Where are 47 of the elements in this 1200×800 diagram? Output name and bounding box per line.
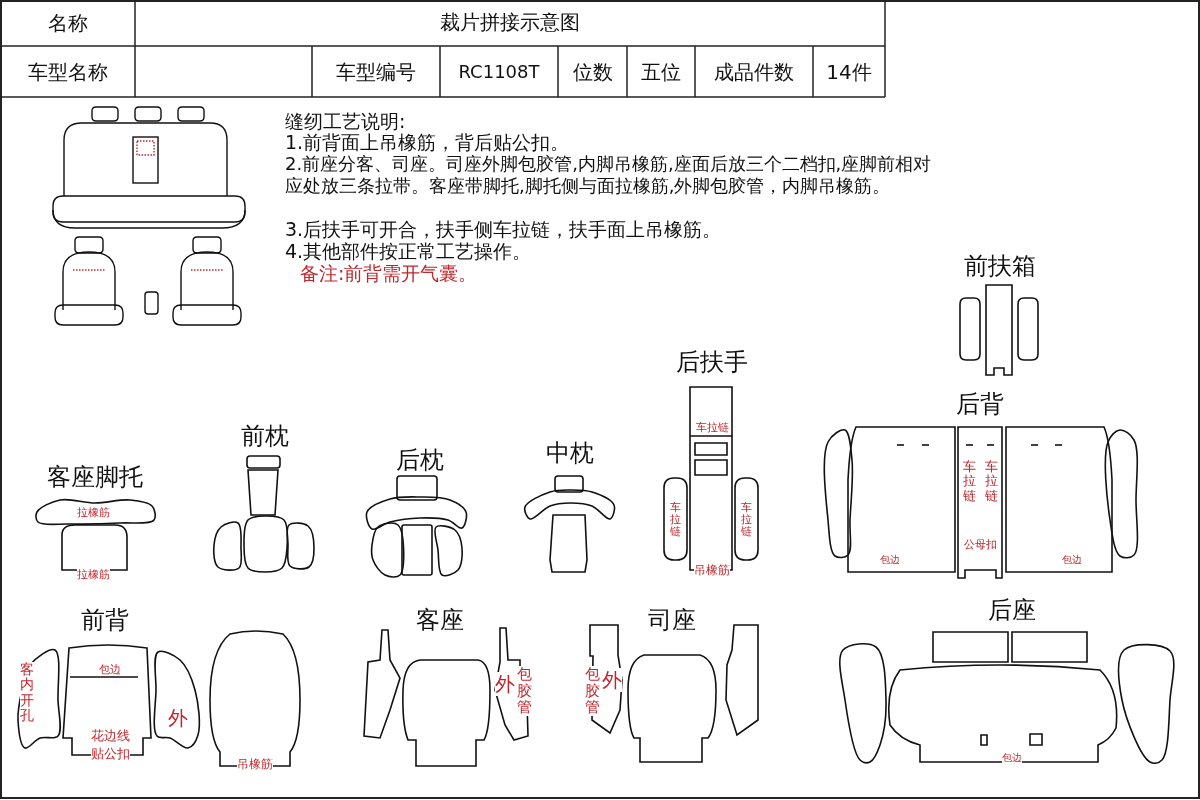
table-text: RC1108T — [458, 60, 540, 83]
annotation: 吊橡筋 — [694, 563, 730, 578]
annotation: 拉橡筋 — [76, 568, 110, 582]
part-heading: 前枕 — [241, 422, 289, 451]
annotation: 车拉链 — [695, 421, 729, 435]
annotation: 车拉链 — [984, 460, 998, 503]
table-text: 五位 — [641, 59, 681, 84]
table-text: 车型编号 — [336, 59, 416, 84]
part-heading: 后扶手 — [676, 348, 748, 377]
annotation: 吊橡筋 — [237, 757, 273, 772]
table-text: 位数 — [572, 59, 613, 84]
note-text: 2.前座分客、司座。司座外脚包胶管,内脚吊橡筋,座面后放三个二档扣,座脚前相对应处放三条拉带。客座带脚托,脚托侧与面拉橡筋,外脚包胶管，内脚吊橡筋。 — [285, 153, 933, 197]
annotation: 车拉链 — [669, 502, 681, 539]
part-heading: 前背 — [81, 606, 129, 635]
annotation: 包边 — [880, 554, 900, 566]
table-text: 14件 — [826, 59, 872, 84]
annotation: 包边 — [99, 663, 121, 677]
annotation: 包胶管 — [584, 666, 600, 716]
annotation: 车拉链 — [740, 502, 752, 539]
annotation: 拉橡筋 — [76, 506, 110, 520]
part-heading: 客座 — [416, 606, 464, 635]
part-heading: 司座 — [648, 606, 696, 635]
part-heading: 前扶箱 — [964, 252, 1036, 281]
annotation: 花边线 — [90, 728, 130, 744]
annotation: 包边 — [1002, 752, 1022, 764]
annotation: 车拉链 — [962, 460, 976, 503]
table-text: 车型名称 — [27, 59, 108, 84]
note-text: 3.后扶手可开合，扶手侧车拉链，扶手面上吊橡筋。 — [285, 218, 722, 241]
annotation: 外 — [495, 672, 515, 696]
annotation: 客内开孔 — [20, 662, 34, 724]
annotation: 公母扣 — [963, 538, 997, 552]
part-heading: 客座脚托 — [47, 463, 143, 492]
part-heading: 后座 — [988, 596, 1036, 625]
table-text: 成品件数 — [714, 59, 794, 84]
part-heading: 后枕 — [396, 446, 444, 475]
notes-heading: 缝纫工艺说明: — [285, 110, 406, 133]
annotation: 外 — [168, 706, 188, 730]
annotation: 包边 — [1062, 554, 1082, 566]
note-text: 1.前背面上吊橡筋，背后贴公扣。 — [285, 131, 570, 154]
annotation: 包胶管 — [516, 666, 532, 716]
table-text: 名称 — [47, 11, 88, 35]
diagram-title: 裁片拼接示意图 — [439, 10, 581, 34]
note-text: 4.其他部件按正常工艺操作。 — [285, 240, 532, 263]
part-heading: 中枕 — [546, 439, 594, 468]
part-heading: 后背 — [956, 390, 1004, 419]
annotation: 贴公扣 — [90, 746, 130, 762]
annotation: 外 — [602, 668, 622, 692]
